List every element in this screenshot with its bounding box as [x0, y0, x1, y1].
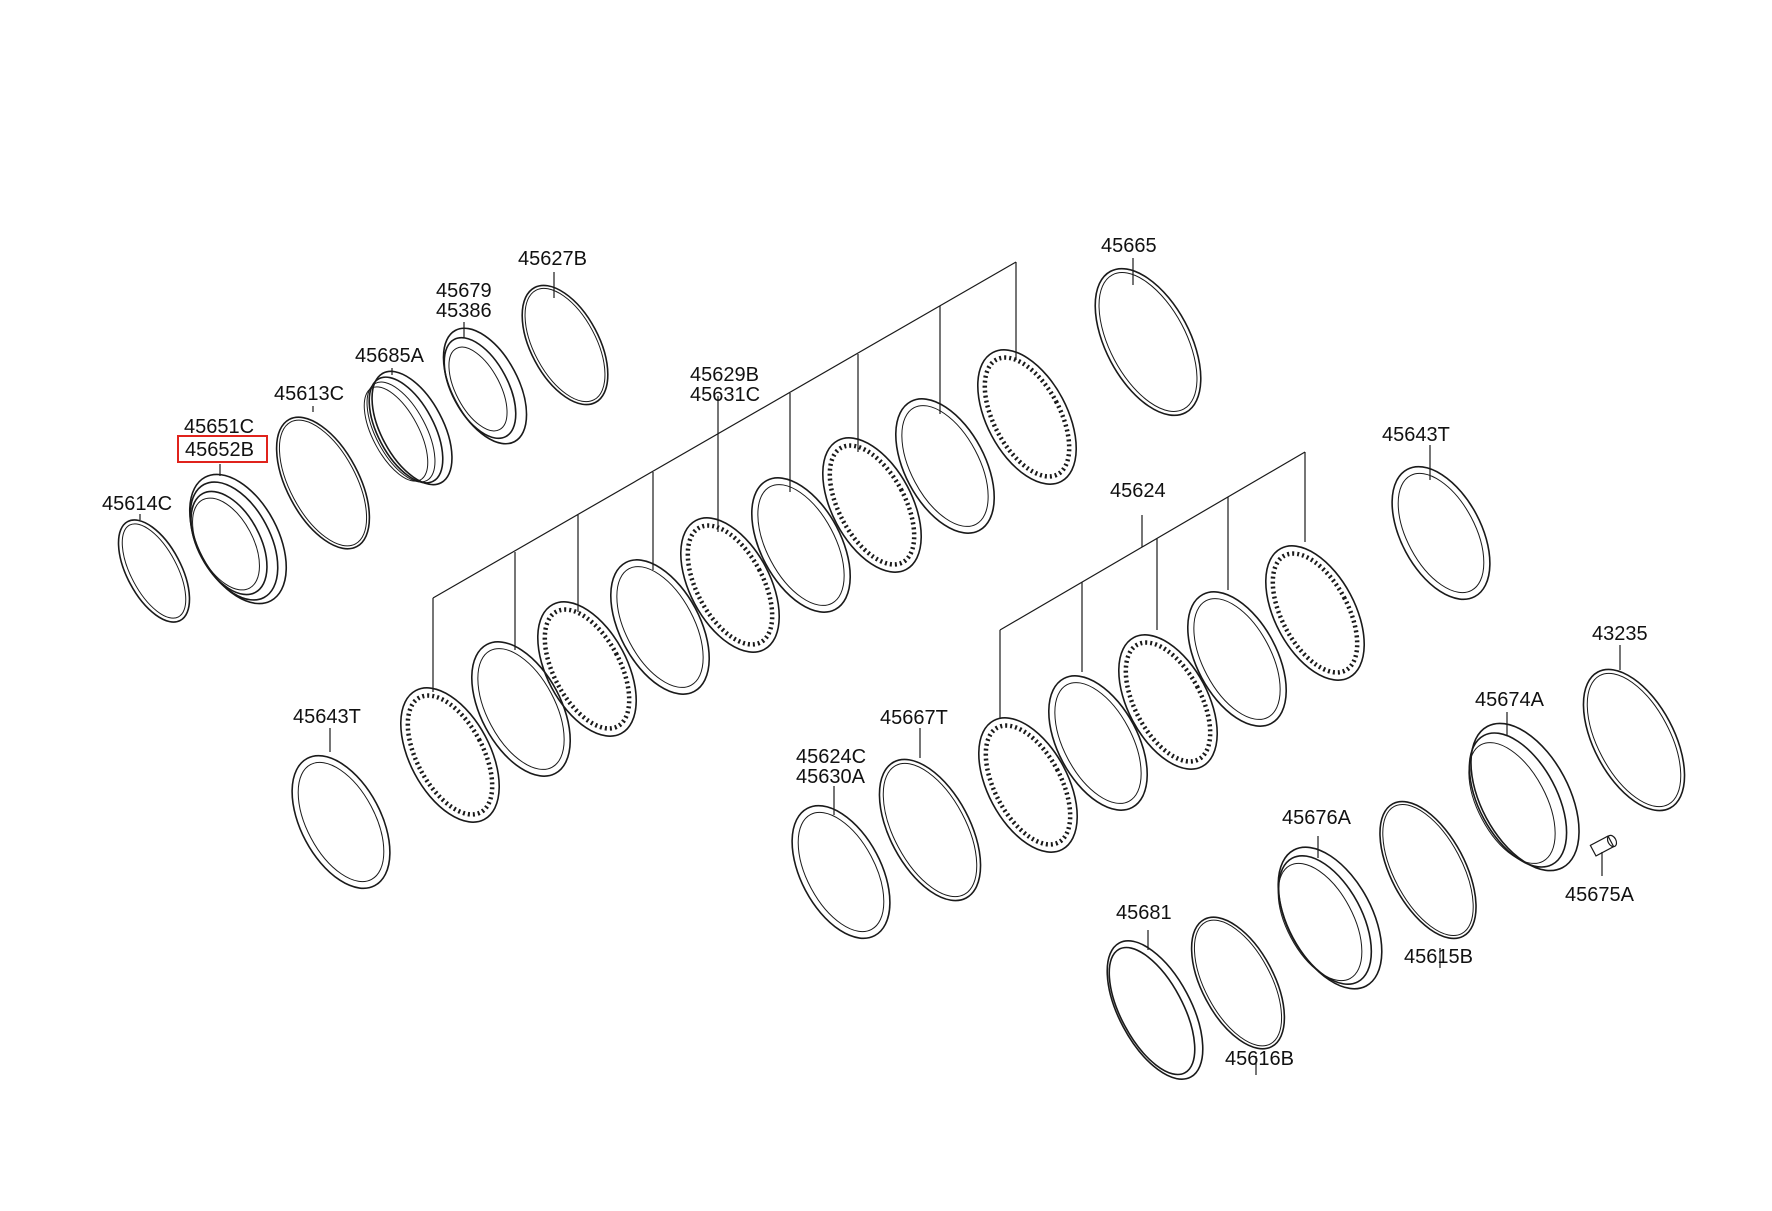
friction-disc-6[interactable] — [958, 702, 1097, 868]
steel-plate-3[interactable] — [731, 462, 870, 628]
part-45674A[interactable] — [1449, 706, 1602, 889]
part-45665[interactable] — [1073, 252, 1222, 433]
part-45614C[interactable] — [104, 509, 204, 633]
label-45629B[interactable]: 45629B — [690, 364, 759, 386]
steel-plate-2[interactable] — [590, 544, 729, 710]
friction-disc-4[interactable] — [802, 422, 941, 588]
part-45679[interactable] — [426, 315, 543, 457]
label-45652B[interactable]: 45652B — [185, 439, 254, 461]
part-45643T-left[interactable] — [272, 728, 410, 904]
part-45676A[interactable] — [1257, 830, 1403, 1005]
label-45627B[interactable]: 45627B — [518, 248, 587, 270]
part-45627B[interactable] — [504, 272, 625, 419]
label-45685A[interactable]: 45685A — [355, 345, 425, 367]
part-43235[interactable] — [1563, 645, 1706, 827]
part-45616B[interactable] — [1172, 903, 1303, 1075]
steel-plate-5[interactable] — [1028, 660, 1167, 826]
steel-plate-1[interactable] — [451, 626, 590, 792]
part-45681[interactable] — [1088, 926, 1223, 1094]
label-45615B[interactable]: 45615B — [1404, 946, 1473, 968]
label-45624C[interactable]: 45624C — [796, 746, 866, 768]
part-45624C[interactable] — [772, 786, 910, 954]
label-45630A[interactable]: 45630A — [796, 766, 866, 788]
label-43235[interactable]: 43235 — [1592, 623, 1648, 645]
label-45616B[interactable]: 45616B — [1225, 1048, 1294, 1070]
label-45614C[interactable]: 45614C — [102, 493, 172, 515]
part-45643T-right[interactable] — [1372, 445, 1510, 615]
label-45675A[interactable]: 45675A — [1565, 884, 1635, 906]
friction-disc-3[interactable] — [660, 502, 799, 668]
part-45667T[interactable] — [859, 728, 1002, 917]
part-45675A[interactable] — [1589, 834, 1618, 876]
label-45613C[interactable]: 45613C — [274, 383, 344, 405]
highlight-box — [177, 435, 268, 463]
friction-disc-1[interactable] — [380, 672, 519, 838]
label-45665[interactable]: 45665 — [1101, 235, 1157, 257]
friction-disc-2[interactable] — [517, 586, 656, 752]
label-45679[interactable]: 45679 — [436, 280, 492, 302]
part-45613C[interactable] — [257, 403, 388, 564]
label-45643T-left[interactable]: 45643T — [293, 706, 361, 728]
label-45681[interactable]: 45681 — [1116, 902, 1172, 924]
label-45674A[interactable]: 45674A — [1475, 689, 1545, 711]
clutch-pack-lower-leaders — [999, 451, 1306, 718]
part-45685A[interactable] — [351, 359, 468, 498]
part-45615B[interactable] — [1360, 786, 1496, 968]
part-45652B-piston[interactable] — [170, 458, 306, 619]
label-45643T-right[interactable]: 45643T — [1382, 424, 1450, 446]
label-45651C[interactable]: 45651C — [184, 416, 254, 438]
label-45631C[interactable]: 45631C — [690, 384, 760, 406]
clutch-pack-upper-leaders — [432, 261, 1017, 692]
steel-plate-4[interactable] — [875, 383, 1014, 549]
friction-disc-7[interactable] — [1098, 619, 1237, 785]
steel-plate-6[interactable] — [1167, 576, 1306, 742]
label-45676A[interactable]: 45676A — [1282, 807, 1352, 829]
friction-disc-5[interactable] — [957, 334, 1096, 500]
friction-disc-8[interactable] — [1245, 530, 1384, 696]
label-45386[interactable]: 45386 — [436, 300, 492, 322]
label-45624[interactable]: 45624 — [1110, 480, 1166, 502]
label-45667T[interactable]: 45667T — [880, 707, 948, 729]
